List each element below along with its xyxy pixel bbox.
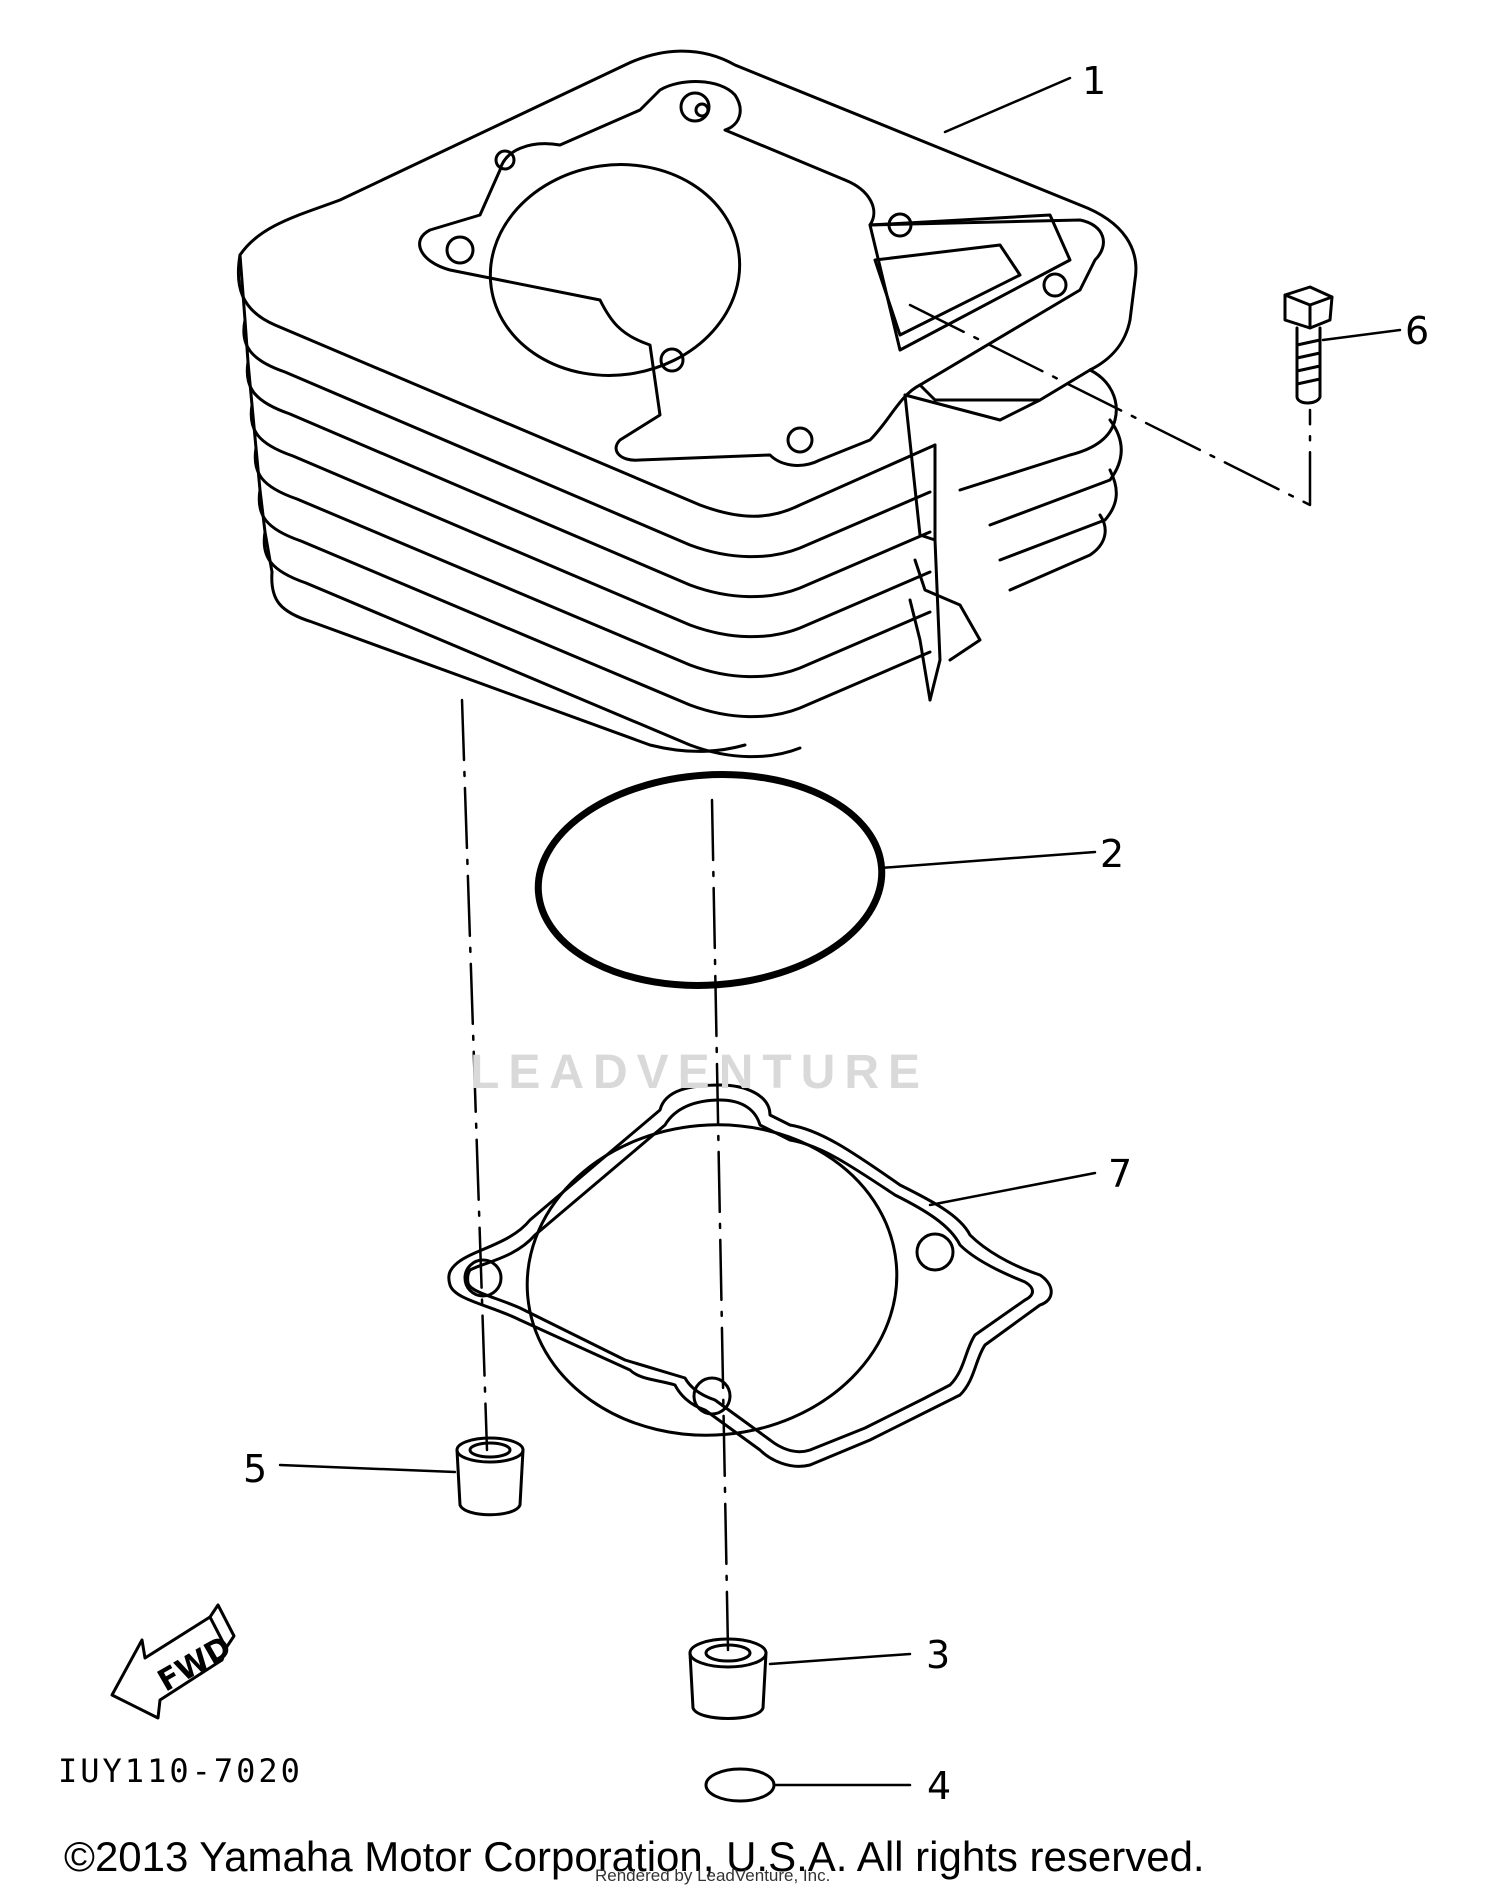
assembly-centerlines bbox=[460, 303, 1312, 1652]
bolt-part[interactable] bbox=[1283, 285, 1334, 405]
part-label-5: 5 bbox=[243, 1447, 268, 1491]
part-label-2: 2 bbox=[1100, 832, 1125, 876]
watermark-text: LEADVENTURE bbox=[470, 1046, 930, 1099]
rendered-by-notice: Rendered by LeadVenture, Inc. bbox=[595, 1866, 831, 1885]
cylinder-part[interactable] bbox=[236, 49, 1138, 759]
part-label-7: 7 bbox=[1108, 1152, 1133, 1196]
o-ring-small-part[interactable] bbox=[704, 1767, 776, 1803]
cylinder-gasket-part[interactable] bbox=[447, 1083, 1053, 1468]
o-ring-large-part[interactable] bbox=[531, 763, 889, 996]
part-label-3: 3 bbox=[926, 1633, 951, 1677]
leader-lines bbox=[278, 76, 1402, 1787]
diagram-code: IUY110-7020 bbox=[58, 1752, 303, 1790]
part-label-6: 6 bbox=[1405, 309, 1430, 353]
part-label-1: 1 bbox=[1082, 59, 1107, 103]
fwd-arrow-icon: FWD bbox=[110, 1603, 237, 1720]
part-label-4: 4 bbox=[927, 1764, 952, 1808]
copyright-notice: ©2013 Yamaha Motor Corporation, U.S.A. A… bbox=[64, 1833, 1205, 1880]
dowel-pin-5-part[interactable] bbox=[455, 1436, 525, 1517]
fwd-label: FWD bbox=[152, 1630, 237, 1700]
